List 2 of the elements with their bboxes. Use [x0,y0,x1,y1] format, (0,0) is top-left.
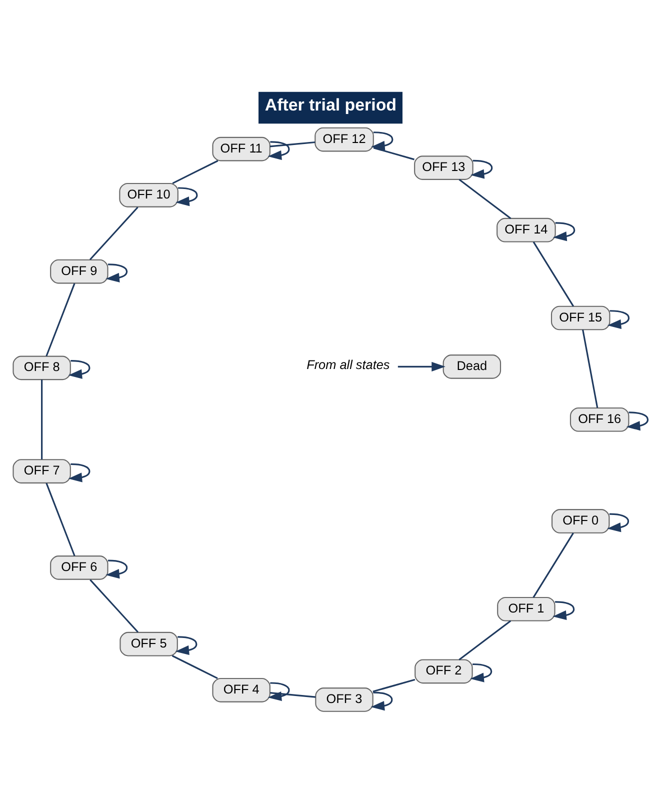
node-text: From all states [306,357,390,372]
diagram-title: After trial period [264,95,396,114]
